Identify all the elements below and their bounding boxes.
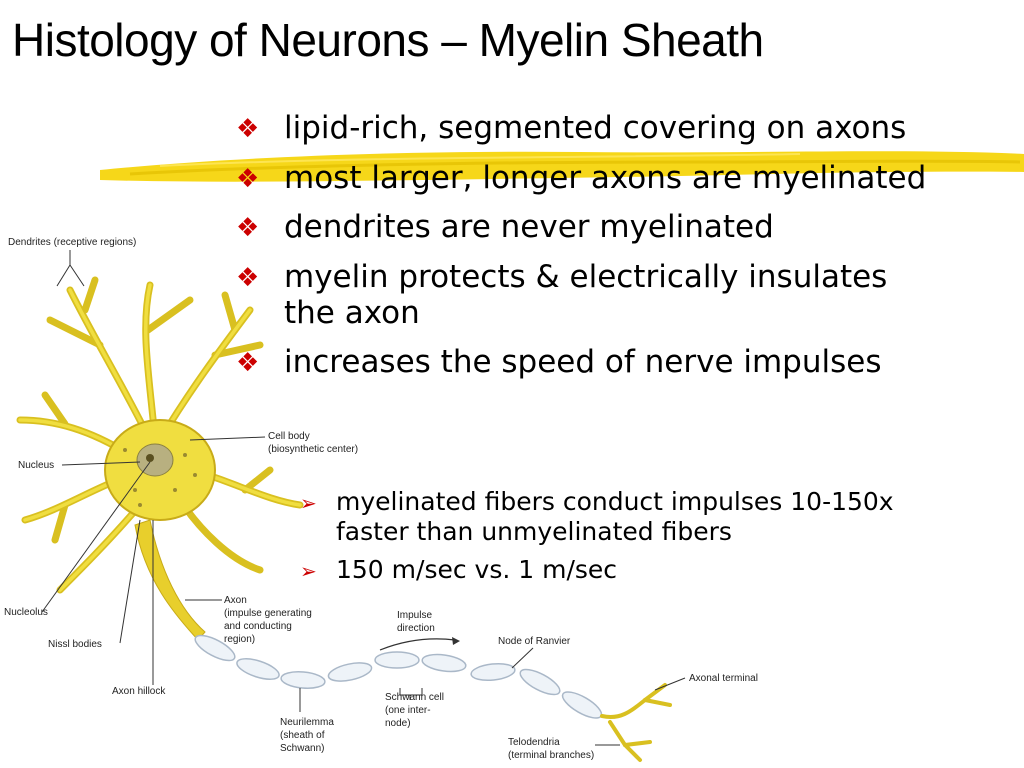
svg-text:and conducting: and conducting: [224, 621, 292, 632]
axon-hillock: [134, 519, 206, 641]
sub-bullet-item: ➢150 m/sec vs. 1 m/sec: [300, 555, 618, 584]
nissl-bodies: [123, 448, 197, 507]
diamond-bullet-icon: ❖: [236, 213, 260, 244]
yellow-highlight-stroke: [100, 151, 1024, 182]
myelin-sheath-segments: [194, 634, 603, 719]
svg-text:node): node): [385, 718, 411, 729]
svg-text:Nissl bodies: Nissl bodies: [48, 639, 102, 650]
svg-text:direction: direction: [397, 623, 435, 634]
telodendria: [600, 683, 672, 762]
svg-text:Telodendria: Telodendria: [508, 737, 560, 748]
arrow-bullet-icon: ➢: [300, 491, 317, 515]
svg-text:Impulse: Impulse: [397, 610, 432, 621]
svg-text:Axon: Axon: [224, 595, 247, 606]
svg-text:(terminal branches): (terminal branches): [508, 750, 594, 761]
svg-text:(impulse generating: (impulse generating: [224, 608, 312, 619]
diamond-bullet-icon: ❖: [236, 262, 260, 293]
svg-text:Nucleolus: Nucleolus: [4, 607, 48, 618]
svg-text:Axonal terminal: Axonal terminal: [689, 673, 758, 684]
svg-text:Schwann cell: Schwann cell: [385, 692, 444, 703]
svg-text:Nucleus: Nucleus: [18, 460, 54, 471]
svg-text:Neurilemma: Neurilemma: [280, 717, 334, 728]
svg-text:region): region): [224, 634, 255, 645]
svg-text:(biosynthetic center): (biosynthetic center): [268, 444, 358, 455]
nucleus: [136, 443, 174, 477]
impulse-direction-arrow: [379, 638, 456, 651]
bullet-item: ❖increases the speed of nerve impulses: [236, 344, 882, 381]
svg-text:Node of Ranvier: Node of Ranvier: [498, 636, 571, 647]
nucleolus: [146, 454, 154, 462]
sub-bullet-item: ➢myelinated fibers conduct impulses 10-1…: [300, 487, 894, 546]
bullet-list: ❖lipid-rich, segmented covering on axons…: [236, 110, 1016, 395]
svg-text:(sheath of: (sheath of: [280, 730, 325, 741]
neuron-diagram: Dendrites (receptive regions) Cell body …: [4, 237, 758, 762]
svg-text:Schwann): Schwann): [280, 743, 324, 754]
arrow-bullet-icon: ➢: [300, 559, 317, 583]
bullet-item: ❖lipid-rich, segmented covering on axons: [236, 110, 907, 146]
slide-title: Histology of Neurons – Myelin Sheath: [12, 14, 764, 66]
diamond-bullet-icon: ❖: [236, 114, 260, 144]
bullet-item: ❖most larger, longer axons are myelinate…: [236, 159, 927, 196]
svg-text:Cell body: Cell body: [268, 431, 310, 442]
svg-text:Dendrites (receptive regions): Dendrites (receptive regions): [8, 237, 136, 248]
diamond-bullet-icon: ❖: [236, 348, 260, 379]
diagram-labels: Dendrites (receptive regions) Cell body …: [4, 237, 758, 761]
sub-bullet-list: ➢myelinated fibers conduct impulses 10-1…: [300, 487, 1020, 593]
diamond-bullet-icon: ❖: [236, 163, 260, 194]
svg-text:(one inter-: (one inter-: [385, 705, 431, 716]
svg-text:Axon hillock: Axon hillock: [112, 686, 166, 697]
bullet-item: ❖dendrites are never myelinated: [236, 209, 774, 246]
bullet-item: ❖myelin protects & electrically insulate…: [236, 258, 888, 331]
